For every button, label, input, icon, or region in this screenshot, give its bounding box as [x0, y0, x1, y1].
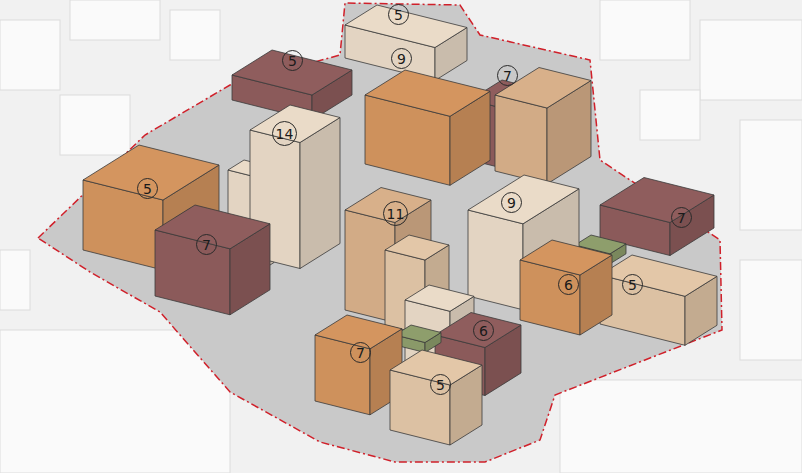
- building-face: [600, 178, 714, 223]
- building-face: [520, 240, 612, 275]
- building-face: [405, 285, 474, 311]
- callout-number: 5: [388, 4, 409, 25]
- callout-number: 7: [196, 234, 217, 255]
- callout-number: 11: [383, 201, 408, 226]
- building-face: [390, 350, 482, 385]
- building-face: [468, 175, 579, 224]
- building-face: [300, 118, 340, 269]
- callout-number: 6: [558, 274, 579, 295]
- callout-number: 5: [622, 274, 643, 295]
- building-face: [468, 210, 523, 310]
- callout-number: 7: [497, 65, 518, 86]
- site-boundary: [38, 3, 722, 462]
- building-face: [495, 95, 547, 184]
- building-face: [315, 315, 402, 349]
- callout-number: 7: [350, 342, 371, 363]
- building-face: [232, 50, 352, 95]
- building-face: [365, 70, 490, 116]
- building-face: [385, 235, 449, 260]
- callout-number: 9: [501, 192, 522, 213]
- callout-number: 6: [473, 320, 494, 341]
- building-face: [345, 5, 467, 48]
- building-face: [250, 105, 340, 143]
- callout-number: 5: [430, 374, 451, 395]
- building-blocks: [83, 5, 717, 445]
- building-face: [435, 313, 521, 348]
- callout-number: 5: [137, 178, 158, 199]
- building-face: [600, 255, 717, 296]
- callout-number: 5: [282, 50, 303, 71]
- callout-number: 9: [391, 48, 412, 69]
- building-face: [155, 205, 270, 249]
- callout-number: 7: [671, 207, 692, 228]
- building-face: [390, 370, 450, 445]
- building-face: [83, 145, 219, 200]
- building-face: [315, 335, 370, 415]
- callout-number: 14: [272, 121, 297, 146]
